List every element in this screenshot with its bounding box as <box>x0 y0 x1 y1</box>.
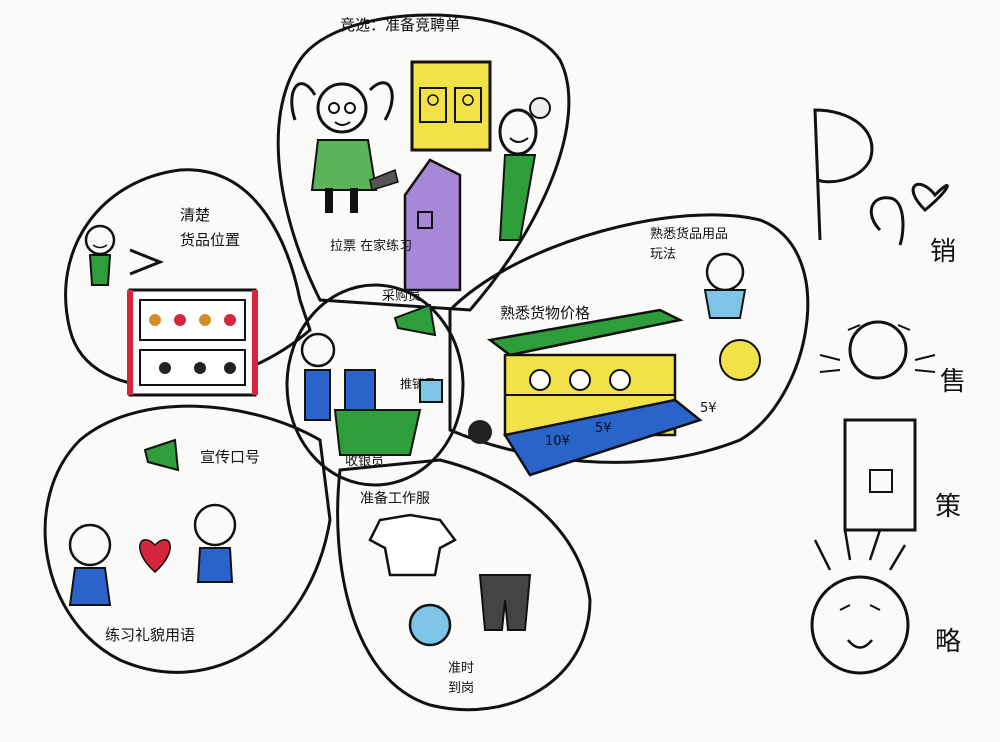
girl-candidate-figure <box>290 81 399 213</box>
p-letter-drawing <box>813 108 874 241</box>
petal-bottom-caption-2: 到岗 <box>448 681 474 696</box>
door-icon <box>843 418 917 532</box>
canvass-votes-label: 拉票 在家练习 <box>330 238 412 254</box>
petal-bottom: 准备工作服 准时 到岗 <box>360 490 532 696</box>
petal-top-outline <box>276 13 571 312</box>
girl-figure <box>68 523 112 606</box>
petal-bottom-title: 准备工作服 <box>360 490 430 507</box>
petal-top: 竞选：准备竞聘单 <box>290 16 551 292</box>
petal-right-title: 熟悉货物价格 <box>500 304 590 322</box>
petal-right: 熟悉货物价格 熟悉货品用品 玩法 10¥ 5¥ 5¥ <box>468 226 761 477</box>
petal-lower-left-title: 宣传口号 <box>200 448 260 466</box>
side-title-char-1: 销 <box>930 237 956 267</box>
petal-bottom-caption-1: 准时 <box>448 661 474 676</box>
price-label-3: 5¥ <box>700 401 717 416</box>
side-title: 销 售 策 略 <box>810 108 966 675</box>
center: 采购员 推销员 收银员 <box>300 288 443 469</box>
heart-icon <box>139 539 171 573</box>
sun-face-icon <box>810 529 910 675</box>
side-title-char-4: 略 <box>935 627 961 657</box>
arrow-icon <box>129 248 165 276</box>
boy-figure <box>193 503 237 583</box>
petal-lower-left-caption: 练习礼貌用语 <box>105 626 195 644</box>
heart-outline-icon <box>911 182 949 213</box>
green-counter <box>333 409 422 456</box>
green-boy-figure <box>498 97 551 241</box>
bee-figure <box>703 252 747 319</box>
price-label-2: 5¥ <box>595 421 612 436</box>
box-icon <box>419 379 443 403</box>
center-child-figure <box>300 332 336 421</box>
shirt-icon <box>368 513 457 577</box>
purple-building <box>403 158 462 292</box>
side-title-char-3: 策 <box>935 492 961 522</box>
black-scribble <box>468 420 492 444</box>
shelf-cabinet <box>127 288 258 397</box>
buyer-label: 采购员 <box>382 288 421 304</box>
cash-register <box>344 369 376 411</box>
petal-top-title: 竞选：准备竞聘单 <box>340 16 460 34</box>
megaphone-icon <box>143 438 180 472</box>
petal-bottom-outline <box>336 458 592 712</box>
market-stall: 10¥ 5¥ 5¥ <box>486 308 717 477</box>
side-title-char-2: 售 <box>940 367 966 397</box>
petal-lower-left-outline <box>43 404 332 674</box>
center-circle <box>285 283 465 487</box>
petal-upper-left-title-1: 清楚 <box>180 206 210 224</box>
megaphone-center-icon <box>393 303 437 337</box>
bulletin-board <box>410 60 492 152</box>
bee-clock-figure <box>408 603 452 647</box>
petal-upper-left: 清楚 货品位置 <box>84 206 258 397</box>
petal-lower-left: 宣传口号 练习礼貌用语 <box>68 438 260 644</box>
pants-icon <box>478 574 532 631</box>
petal-right-note-1: 熟悉货品用品 <box>650 226 728 242</box>
price-label-1: 10¥ <box>545 434 570 449</box>
petal-upper-left-title-2: 货品位置 <box>180 231 240 249</box>
cashier-label: 收银员 <box>345 454 384 469</box>
child-figure-small <box>84 224 116 286</box>
coin-icon <box>719 339 761 381</box>
petal-right-note-2: 玩法 <box>650 247 676 262</box>
a-letter-drawing <box>869 196 905 246</box>
cat-face-icon <box>819 320 936 380</box>
